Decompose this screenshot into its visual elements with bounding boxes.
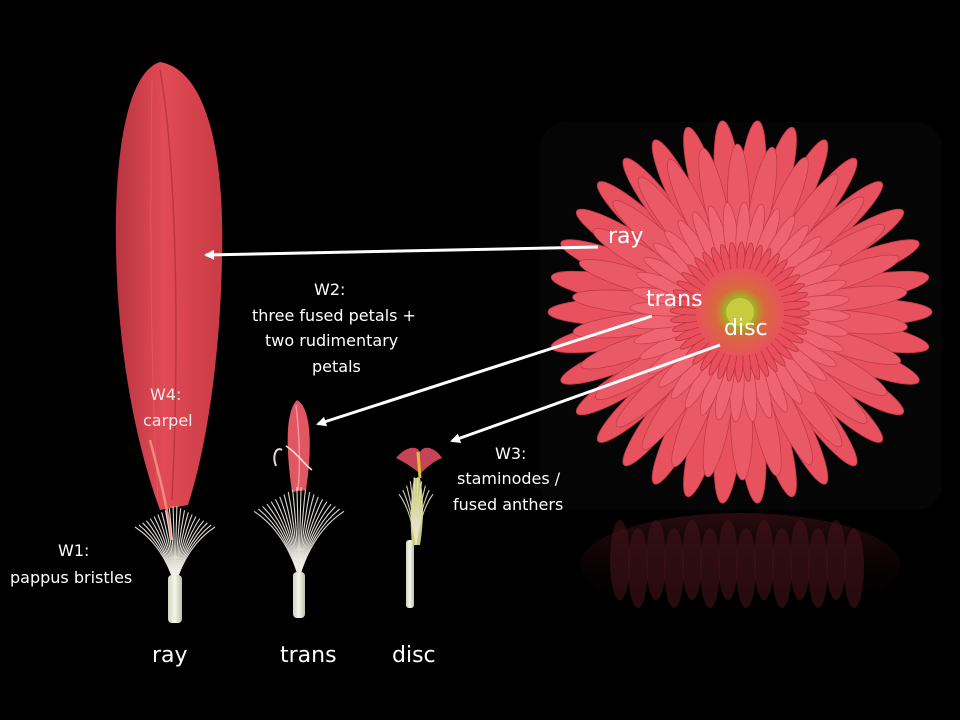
disc-ovary-stem [406, 540, 414, 608]
reflection-petal [736, 528, 756, 608]
arrow-disc-to-floret [450, 343, 721, 444]
reflection-petal [628, 528, 648, 608]
reflection-petal [754, 520, 774, 600]
reflection-petal [826, 520, 846, 600]
reflection-petal [682, 520, 702, 600]
annotation-w2-line-1: three fused petals + [252, 306, 416, 325]
annotation-w1-title: W1: [58, 541, 90, 560]
annotation-w4-text: carpel [143, 411, 193, 430]
bottom-label-trans: trans [280, 643, 337, 668]
annotation-w2-title: W2: [314, 280, 346, 299]
annotation-w4-title: W4: [150, 385, 182, 404]
disc-floret-specimen [396, 447, 442, 608]
reflection-petal [646, 520, 666, 600]
flower-label-disc: disc [724, 316, 768, 341]
annotation-w3-line-1: staminodes / [457, 469, 561, 488]
ray-floret-specimen [115, 62, 223, 623]
annotation-w3-line-2: fused anthers [453, 495, 564, 514]
arrow-ray-to-floret [204, 245, 599, 260]
trans-pappus-bristles [253, 487, 345, 579]
bottom-label-ray: ray [152, 643, 188, 668]
gerbera-flower-photo [540, 120, 942, 510]
trans-ovary-stem [293, 572, 305, 618]
reflection-petal [808, 528, 828, 608]
bottom-label-disc: disc [392, 643, 436, 668]
reflection-petal [790, 520, 810, 600]
reflection-petal [700, 528, 720, 608]
trans-floret-specimen [253, 400, 345, 618]
pappus-bristle [415, 493, 434, 546]
ray-floret-petal [115, 62, 223, 510]
reflection-petal [610, 520, 630, 600]
flower-disc-core [726, 298, 754, 326]
ray-carpel [148, 439, 174, 541]
inner-trans-petals [629, 201, 851, 423]
annotation-w1-text: pappus bristles [10, 568, 133, 587]
arrow-trans-to-floret [316, 314, 653, 427]
disc-pappus-bristles [398, 477, 434, 546]
pappus-bristle [298, 510, 345, 579]
ray-ovary-stem [168, 575, 182, 623]
flower-label-trans: trans [646, 287, 703, 312]
flower-reflection [580, 513, 900, 617]
flower-label-ray: ray [608, 224, 644, 249]
annotation-w2-line-2: two rudimentary [265, 331, 399, 350]
annotation-w3-title: W3: [495, 444, 527, 463]
reflection-petal [844, 528, 864, 608]
annotation-w2-line-3: petals [312, 357, 361, 376]
reflection-petal [718, 520, 738, 600]
reflection-petal [772, 528, 792, 608]
ray-pappus-bristles [134, 506, 216, 586]
reflection-petal [664, 528, 684, 608]
